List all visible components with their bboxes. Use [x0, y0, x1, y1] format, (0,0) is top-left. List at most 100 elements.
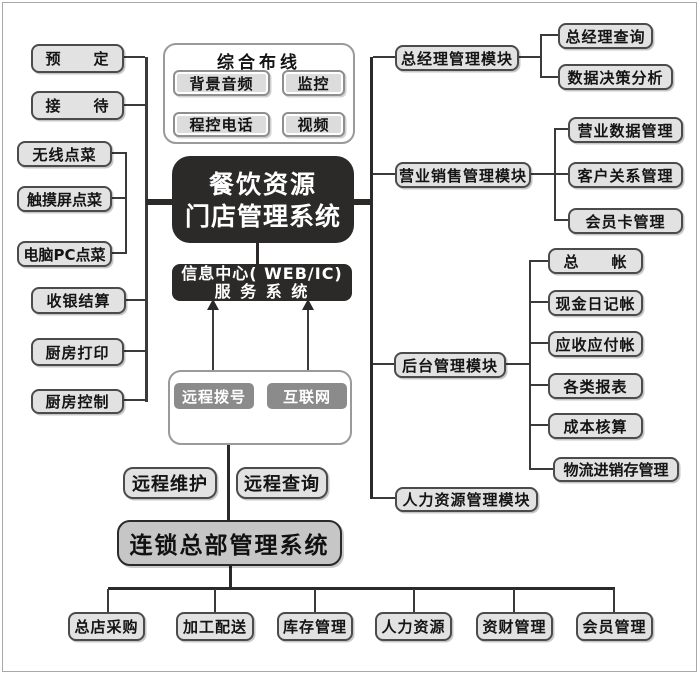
node-label: 营业销售管理模块 [398, 166, 527, 185]
remote-dial-node: 远程拨号 [174, 383, 254, 409]
connector-line [214, 589, 216, 612]
video-node: 视频 [282, 112, 345, 137]
node-label: 远程拨号 [181, 387, 246, 406]
receivable-payable-node: 应收应付帐 [548, 331, 643, 357]
connector-line [314, 589, 316, 612]
connector-line [531, 173, 568, 175]
connector-line [613, 589, 615, 612]
gm-query-node: 总经理查询 [558, 23, 653, 49]
connector-line [513, 589, 515, 612]
crm-node: 客户关系管理 [568, 162, 683, 188]
node-label: 背景音频 [189, 74, 254, 93]
pc-ordering-node: 电脑PC点菜 [17, 241, 112, 267]
node-label: 物流进销存管理 [563, 461, 669, 479]
connector-line [529, 384, 548, 386]
cash-journal-node: 现金日记帐 [548, 290, 643, 316]
wireless-ordering-node: 无线点菜 [17, 141, 112, 167]
main-system-title-line2: 门店管理系统 [184, 201, 341, 231]
sales-module-node: 营业销售管理模块 [395, 162, 531, 188]
node-label: 资财管理 [482, 618, 547, 636]
right-spine-line [370, 57, 373, 499]
connector-line [373, 497, 395, 499]
info-center-line2: 服 务 系 统 [214, 282, 310, 301]
trunk-line [146, 199, 172, 205]
connector-line [529, 468, 553, 470]
reservation-node: 预 定 [31, 44, 124, 73]
node-label: 会员卡管理 [585, 212, 666, 231]
connector-line [540, 34, 558, 36]
node-label: 触摸屏点菜 [26, 190, 102, 209]
connector-line [554, 219, 568, 221]
node-label: 库存管理 [282, 618, 347, 636]
node-label: 总店采购 [74, 618, 139, 636]
connector-line [540, 76, 558, 78]
cashier-settlement-node: 收银结算 [31, 287, 126, 314]
connector-line [529, 260, 548, 262]
node-label: 厨房控制 [45, 393, 110, 411]
logistics-node: 物流进销存管理 [553, 457, 679, 482]
background-audio-node: 背景音频 [173, 70, 270, 96]
connector-line [112, 252, 125, 254]
kitchen-control-node: 厨房控制 [31, 389, 124, 414]
node-label: 视频 [297, 116, 330, 134]
connector-line [112, 152, 125, 154]
connector-line [126, 299, 145, 301]
connector-line [519, 56, 541, 58]
monitoring-node: 监控 [282, 70, 345, 96]
arrow-up-icon [207, 299, 219, 310]
connector-line [413, 589, 415, 612]
node-label: 后台管理模块 [401, 356, 498, 375]
reception-node: 接 待 [31, 91, 124, 120]
hq-finance-node: 资财管理 [476, 612, 553, 641]
remote-maintenance-node: 远程维护 [123, 467, 217, 499]
connector-line [124, 399, 145, 401]
node-label: 现金日记帐 [555, 294, 636, 313]
cabling-group-title: 综合布线 [163, 48, 355, 73]
trunk-line [354, 199, 371, 205]
connector-line [107, 589, 109, 612]
connector-line [373, 173, 395, 175]
info-center-node: 信息中心( WEB/IC) 服 务 系 统 [172, 264, 352, 301]
sales-data-node: 营业数据管理 [568, 117, 683, 143]
node-label: 预 定 [45, 50, 110, 68]
node-label: 厨房打印 [45, 343, 110, 362]
left-spine-line [145, 57, 148, 402]
node-label: 加工配送 [182, 618, 247, 636]
info-center-line1: 信息中心( WEB/IC) [181, 264, 343, 283]
node-label: 应收应付帐 [555, 335, 636, 354]
connector-line [227, 430, 230, 520]
hq-inventory-node: 库存管理 [277, 612, 353, 641]
hq-title-label: 连锁总部管理系统 [129, 533, 330, 559]
connector-line [256, 243, 259, 264]
node-label: 收银结算 [46, 292, 111, 310]
node-label: 营业数据管理 [577, 121, 674, 140]
node-label: 互联网 [282, 387, 331, 406]
node-label: 远程查询 [244, 474, 320, 495]
connector-line [373, 56, 395, 58]
node-label: 各类报表 [563, 377, 628, 396]
connector-line [229, 566, 232, 588]
node-label: 成本核算 [563, 417, 628, 436]
group-title-label: 综合布线 [217, 53, 301, 73]
node-label: 人力资源管理模块 [402, 491, 531, 509]
node-label: 数据决策分析 [567, 68, 664, 87]
connector-line [554, 128, 568, 130]
node-label: 接 待 [45, 97, 110, 115]
bottom-rail-line [108, 587, 615, 590]
node-label: 无线点菜 [32, 145, 97, 164]
node-label: 监控 [297, 74, 330, 93]
hq-hr-node: 人力资源 [375, 612, 452, 641]
cost-accounting-node: 成本核算 [548, 413, 643, 439]
node-label: 远程维护 [132, 474, 208, 495]
connector-line [529, 424, 548, 426]
node-label: 客户关系管理 [577, 166, 674, 185]
connector-line [529, 342, 548, 344]
main-system-title-line1: 餐饮资源 [208, 169, 317, 199]
connector-line [529, 301, 548, 303]
connector-line [124, 104, 145, 106]
pbx-phone-node: 程控电话 [173, 112, 270, 137]
node-label: 电脑PC点菜 [23, 245, 106, 264]
node-label: 人力资源 [381, 618, 446, 636]
